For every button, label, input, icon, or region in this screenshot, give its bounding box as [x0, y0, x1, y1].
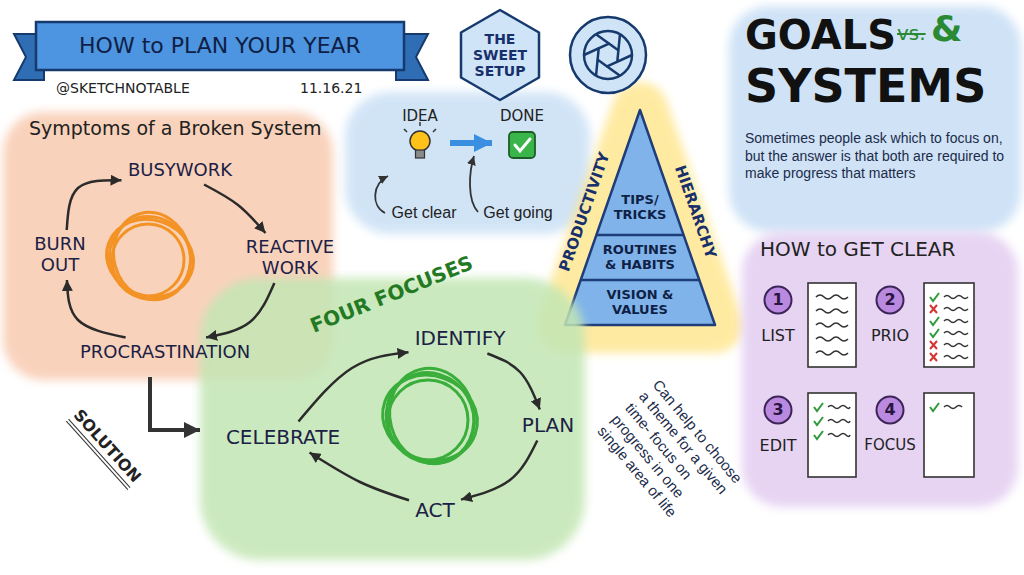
pyramid-band: TIPS/ TRICKS: [602, 189, 678, 227]
idea-icon: IDEA: [390, 108, 450, 168]
get-clear-panel: HOW to GET CLEAR 1LIST 2PRIO 3EDIT 4FOCUS: [746, 232, 1018, 507]
annotation: Get going: [483, 204, 552, 222]
step-label: ROUTINES & HABITS: [598, 243, 682, 273]
badge: [765, 397, 792, 424]
heading: SYSTEMS: [745, 60, 986, 113]
step-label: VISION & VALUES: [595, 288, 685, 318]
side-note: Can help to choose a theme for a given t…: [594, 376, 747, 533]
badge: [765, 287, 792, 314]
pyramid-band: ROUTINES & HABITS: [592, 239, 688, 277]
panel-heading: Symptoms of a Broken System: [29, 118, 321, 140]
step-item: 3EDIT: [756, 393, 801, 458]
wash: [729, 6, 1021, 232]
solution-arrow: [150, 377, 200, 430]
focus-panel: FOUR FOCUSESIDENTIFYPLANACTCELEBRATE: [200, 268, 585, 558]
pyramid-dividers: [581, 235, 700, 280]
logo-ring: [584, 31, 632, 79]
logo-hexagon: THE SWEET SETUP: [455, 10, 545, 100]
icon-caption: IDEA: [390, 108, 450, 125]
panel-wash: [746, 232, 1018, 507]
check-box: [509, 132, 535, 158]
hexagon: [461, 10, 539, 100]
step-label: CELEBRATE: [226, 426, 341, 449]
heading: &: [931, 8, 962, 49]
flow-arrow: [450, 140, 492, 146]
wash: [742, 232, 1018, 507]
wash: [200, 278, 585, 560]
step-item: 2PRIO: [867, 283, 914, 348]
cycle-step: BURN OUT: [19, 230, 101, 280]
icon-caption: DONE: [492, 108, 552, 125]
callout-number: 2: [884, 291, 895, 309]
logo-text: THE SWEET SETUP: [467, 31, 533, 79]
aperture-blades: [584, 34, 632, 76]
title-banner: [14, 22, 428, 80]
number-badge: 2: [875, 285, 905, 315]
step-label: ACT: [415, 499, 455, 522]
step-label: FOCUS: [864, 437, 915, 454]
cycle-step: IDENTIFY: [409, 323, 512, 354]
handle: @SKETCHNOTABLE: [56, 80, 190, 96]
number-badge: 4: [875, 395, 905, 425]
bulb-glass: [410, 131, 430, 151]
number-badge: 1: [763, 285, 793, 315]
date: 11.16.21: [300, 80, 362, 96]
number-badge: 3: [763, 395, 793, 425]
cycle-step: BUSYWORK: [122, 156, 239, 185]
callout-number: 3: [772, 401, 783, 419]
step-label: EDIT: [760, 437, 797, 455]
badge: [877, 287, 904, 314]
done-icon: DONE: [492, 108, 552, 168]
callout-number: 1: [772, 291, 783, 309]
panel-heading: HOW to GET CLEAR: [760, 238, 955, 261]
step-label: REACTIVE WORK: [240, 237, 340, 278]
symptoms-panel: Symptoms of a Broken SystemBUSYWORK REACT…: [15, 112, 375, 377]
step-label: IDENTIFY: [415, 327, 506, 350]
struck-word: vs.: [897, 22, 926, 45]
side-label: HIERARCHY: [671, 163, 719, 261]
step-label: PROCRASTINATION: [80, 342, 251, 363]
banner-body: [36, 22, 404, 70]
pyramid-band: VISION & VALUES: [589, 284, 691, 322]
step-item: 4FOCUS: [860, 393, 920, 457]
step-label: PLAN: [522, 414, 575, 437]
aperture-logo: [570, 17, 646, 93]
badge: [877, 397, 904, 424]
body-text: Sometimes people ask which to focus on, …: [745, 130, 1007, 183]
step-label: BUSYWORK: [128, 160, 233, 181]
logo-ring: [570, 17, 646, 93]
cycle-step: REACTIVE WORK: [234, 233, 346, 283]
cycle-step: PROCRASTINATION: [74, 338, 257, 367]
idea-wash: [345, 92, 590, 234]
step-label: TIPS/ TRICKS: [608, 193, 672, 223]
step-item: 1LIST: [757, 283, 799, 348]
title: HOW to PLAN YOUR YEAR: [36, 22, 404, 70]
bulb-base: [416, 150, 425, 158]
cycle-step: CELEBRATE: [220, 422, 347, 453]
annotation: Get clear: [392, 204, 457, 222]
cycle-step: PLAN: [516, 410, 581, 441]
step-label: LIST: [761, 327, 795, 345]
callout-number: 4: [884, 401, 895, 419]
cycle-step: ACT: [409, 495, 461, 526]
edge-label: SOLUTION: [66, 406, 145, 490]
panel-heading: FOUR FOCUSES: [307, 251, 476, 337]
step-label: BURN OUT: [25, 234, 95, 275]
step-label: PRIO: [871, 327, 909, 345]
hierarchy-pyramid: PRODUCTIVITYHIERARCHYTIPS/ TRICKSROUTINE…: [556, 95, 726, 335]
check-mark: [515, 139, 530, 151]
heading: GOALS: [745, 12, 896, 58]
goals-panel: GOALSvs.& SYSTEMS Sometimes people ask whi…: [735, 8, 1017, 228]
